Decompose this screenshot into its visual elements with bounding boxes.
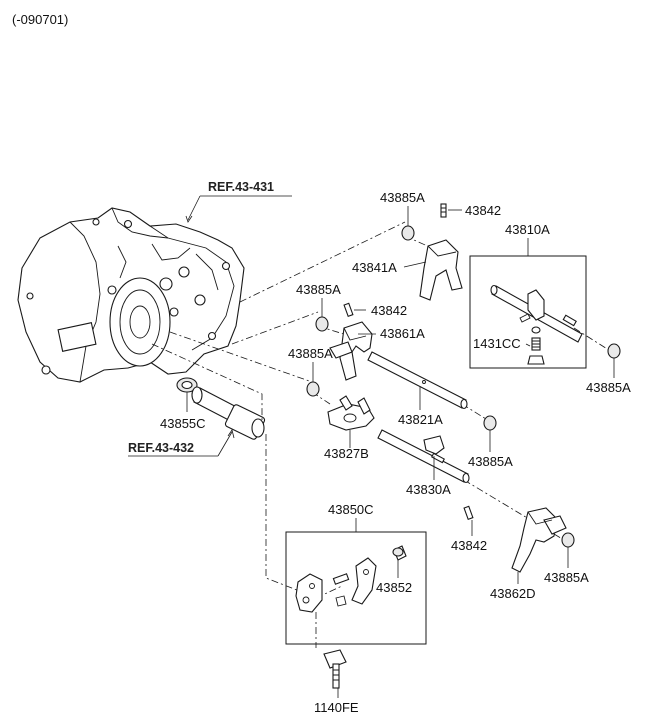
label-43850c: 43850C [328, 502, 374, 517]
pin-43842-2 [343, 302, 354, 318]
bolt-1140fe [323, 649, 347, 689]
label-43842-1: 43842 [465, 203, 501, 218]
select-lever-43852 [351, 545, 407, 605]
label-43852: 43852 [376, 580, 412, 595]
bushing-43885a-2 [315, 316, 329, 332]
leader-lines [128, 195, 615, 698]
bushing-43885a-6 [561, 532, 575, 548]
label-43885a-4: 43885A [586, 380, 631, 395]
bushing-43885a-4 [306, 381, 320, 397]
bracket-plate [295, 573, 323, 613]
bushing-43885a-1 [401, 225, 415, 241]
shift-lug-43827b [327, 395, 375, 431]
ref-43-432-label: REF.43-432 [128, 441, 194, 455]
label-43861a: 43861A [380, 326, 425, 341]
assembly-lines [151, 221, 613, 648]
label-43855c: 43855C [160, 416, 206, 431]
bushing-43885a-3 [607, 343, 621, 359]
interlock-pin [332, 573, 350, 607]
label-43885a-2: 43885A [296, 282, 341, 297]
guide-tube [191, 386, 266, 440]
shift-rail-43821a [367, 351, 468, 410]
label-43842-2: 43842 [371, 303, 407, 318]
label-43821a: 43821A [398, 412, 443, 427]
label-1431cc: 1431CC [473, 336, 521, 351]
fork-43862d [511, 507, 567, 573]
label-43885a-5: 43885A [468, 454, 513, 469]
diagram-code: (-090701) [12, 12, 69, 27]
label-43885a-6: 43885A [544, 570, 589, 585]
shift-rail-43830a [377, 429, 470, 484]
pin-43842-1 [440, 203, 447, 218]
transmission-housing [17, 207, 245, 383]
fork-43841a [419, 239, 463, 301]
fork-43861a [329, 321, 373, 381]
label-43842-3: 43842 [451, 538, 487, 553]
bushing-43885a-5 [483, 415, 497, 431]
shift-rail-43810a [490, 284, 583, 343]
label-43885a-3: 43885A [288, 346, 333, 361]
label-43830a: 43830A [406, 482, 451, 497]
label-43885a-1: 43885A [380, 190, 425, 205]
label-43841a: 43841A [352, 260, 397, 275]
label-43862d: 43862D [490, 586, 536, 601]
detent-parts-1431cc [519, 313, 545, 365]
ref-43-431-label: REF.43-431 [208, 180, 274, 194]
label-1140fe: 1140FE [314, 700, 359, 715]
label-43827b: 43827B [324, 446, 369, 461]
label-43810a: 43810A [505, 222, 550, 237]
pin-43842-3 [463, 505, 474, 521]
